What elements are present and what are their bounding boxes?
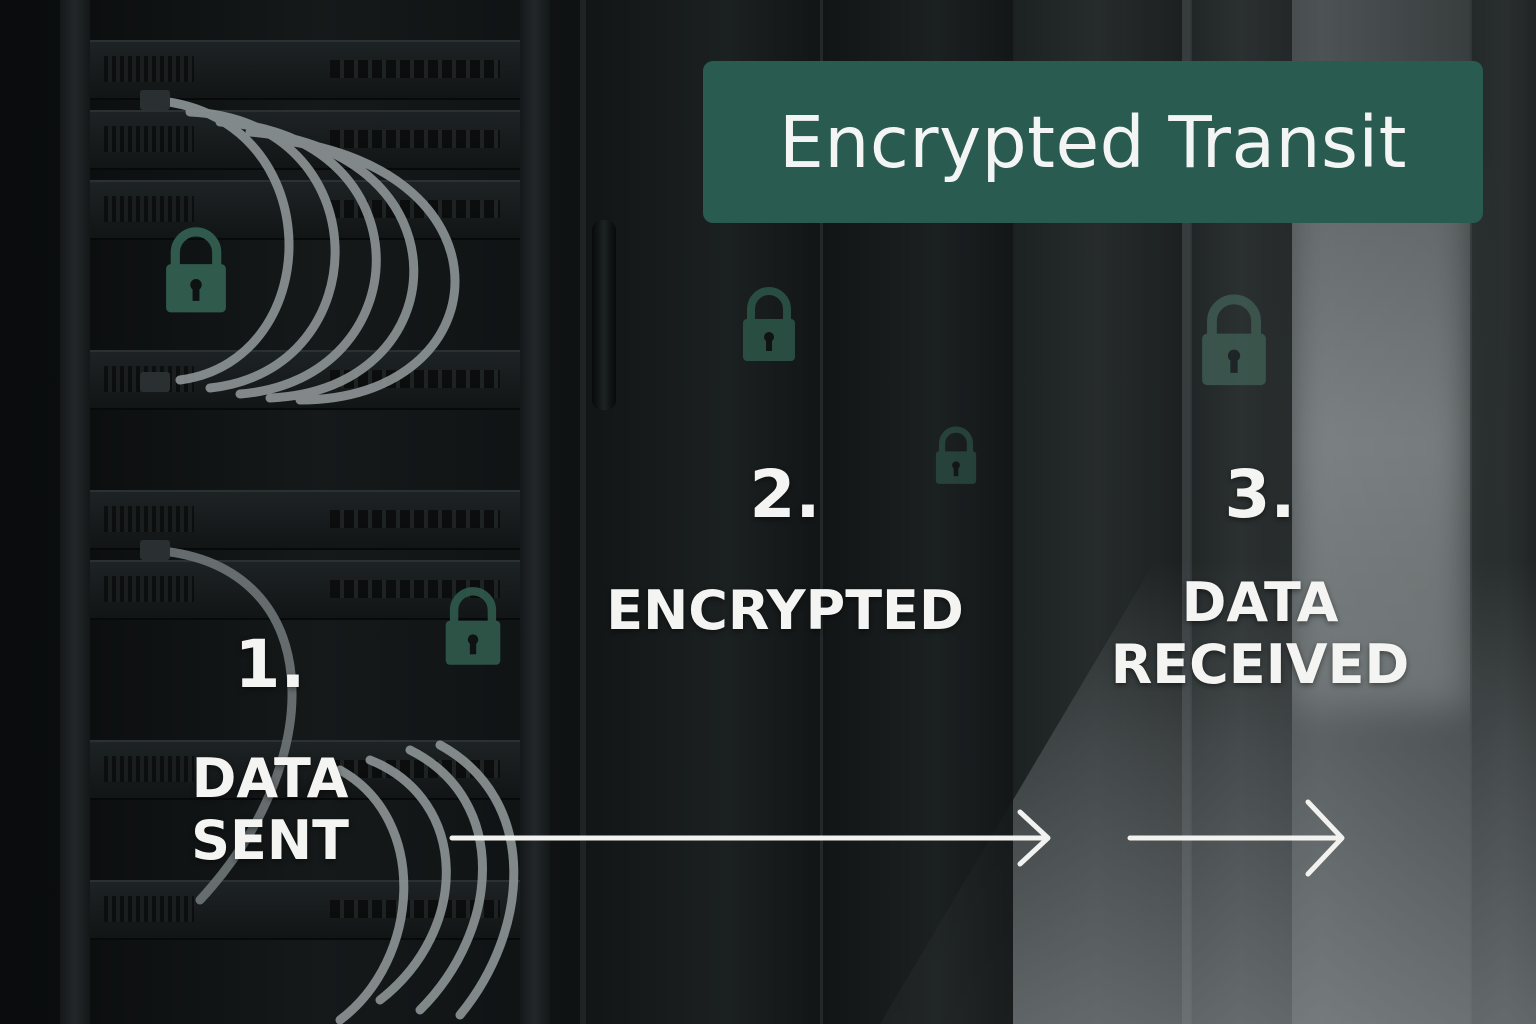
- arrow-right-icon: [1127, 799, 1345, 877]
- step-number: 1.: [234, 626, 306, 703]
- rack-rail: [520, 0, 550, 1024]
- step-1: 1. DATA SENT: [150, 632, 390, 872]
- padlock-icon: [440, 585, 506, 669]
- diagram-title: Encrypted Transit: [778, 100, 1408, 184]
- rack-rail: [60, 0, 90, 1024]
- server-unit: [90, 560, 520, 620]
- server-unit: [90, 40, 520, 100]
- step-3: 3. DATA RECEIVED: [1090, 462, 1430, 696]
- step-number: 3.: [1224, 456, 1296, 533]
- step-number: 2.: [749, 456, 821, 533]
- padlock-icon: [160, 225, 232, 317]
- door-handle: [592, 220, 616, 410]
- padlock-icon: [738, 285, 800, 365]
- step-label-line: DATA: [1181, 571, 1339, 634]
- step-label-line: DATA: [191, 747, 349, 810]
- padlock-icon: [1196, 292, 1272, 390]
- step-label-line: RECEIVED: [1110, 633, 1410, 697]
- padlock-icon: [932, 425, 980, 487]
- arrow-right-icon: [449, 809, 1051, 867]
- step-2: 2. ENCRYPTED: [560, 462, 1010, 642]
- server-unit: [90, 180, 520, 240]
- step-label-line: SENT: [191, 809, 349, 873]
- title-banner: Encrypted Transit: [703, 61, 1483, 223]
- step-label-line: ENCRYPTED: [606, 579, 964, 642]
